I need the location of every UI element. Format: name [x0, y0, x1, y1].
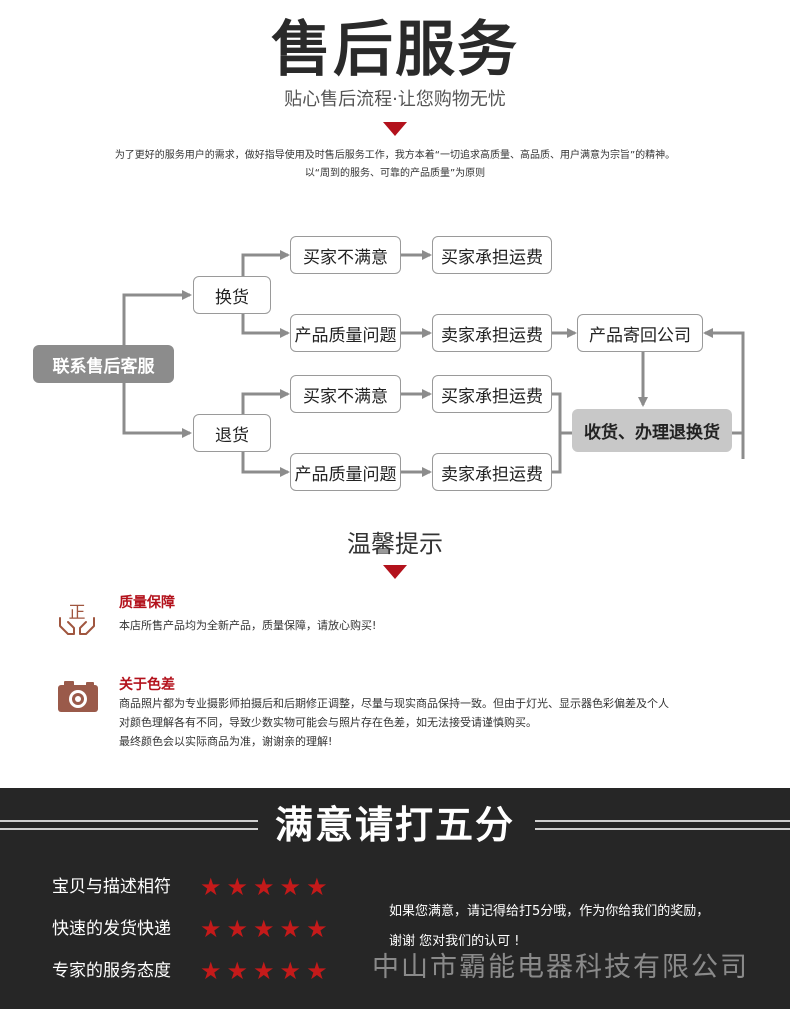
divider-line	[535, 828, 790, 830]
refund-dissatisfied-box: 买家不满意	[290, 375, 401, 413]
camera-icon	[56, 678, 100, 714]
refund-seller-pays-box: 卖家承担运费	[432, 453, 552, 491]
divider-line	[535, 820, 790, 822]
down-triangle-icon	[383, 122, 407, 136]
divider-line	[0, 828, 258, 830]
color-difference-line3: 最终颜色会以实际商品为准，谢谢亲的理解!	[119, 735, 333, 748]
flow-connectors	[122, 250, 745, 477]
return-to-company-box: 产品寄回公司	[577, 314, 703, 352]
refund-quality-box: 产品质量问题	[290, 453, 401, 491]
star-rating-icon: ★★★★★	[200, 957, 333, 985]
refund-buyer-pays-box: 买家承担运费	[432, 375, 552, 413]
rating-title: 满意请打五分	[274, 803, 515, 847]
color-difference-line2: 对颜色理解各有不同，导致少数实物可能会与照片存在色差，如无法接受请谨慎购买。	[119, 716, 537, 729]
tips-title: 温馨提示	[347, 530, 443, 558]
company-name: 中山市霸能电器科技有限公司	[372, 952, 749, 983]
color-difference-title: 关于色差	[119, 677, 175, 693]
star-rating-icon: ★★★★★	[200, 873, 333, 901]
quality-guarantee-title: 质量保障	[119, 595, 175, 611]
rating-label-service: 专家的服务态度	[52, 961, 171, 981]
exchange-quality-box: 产品质量问题	[290, 314, 401, 352]
exchange-seller-pays-box: 卖家承担运费	[432, 314, 552, 352]
divider-line	[0, 820, 258, 822]
exchange-box: 换货	[193, 276, 271, 314]
quality-mark: 正	[69, 603, 86, 623]
rating-note-line2: 谢谢 您对我们的认可 !	[389, 934, 520, 949]
rating-section	[0, 788, 790, 1009]
rating-note-line1: 如果您满意，请记得给打5分哦，作为你给我们的奖励，	[389, 904, 710, 919]
refund-box: 退货	[193, 414, 271, 452]
exchange-buyer-pays-box: 买家承担运费	[432, 236, 552, 274]
page-title: 售后服务	[271, 15, 519, 85]
contact-service-box: 联系售后客服	[33, 345, 174, 383]
star-rating-icon: ★★★★★	[200, 915, 333, 943]
down-triangle-icon	[383, 565, 407, 579]
rating-label-shipping: 快速的发货快递	[52, 919, 171, 939]
rating-label-description: 宝贝与描述相符	[52, 877, 171, 897]
intro-text-line1: 为了更好的服务用户的需求，做好指导使用及时售后服务工作，我方本着“一切追求高质量…	[114, 150, 676, 161]
intro-text-line2: 以“周到的服务、可靠的产品质量”为原则	[304, 168, 486, 179]
quality-hands-icon: 正	[56, 596, 98, 638]
receive-process-box: 收货、办理退换货	[572, 409, 732, 452]
page-subtitle: 贴心售后流程·让您购物无忧	[284, 89, 506, 110]
quality-guarantee-text: 本店所售产品均为全新产品，质量保障，请放心购买!	[119, 619, 377, 632]
color-difference-line1: 商品照片都为专业摄影师拍摄后和后期修正调整，尽量与现实商品保持一致。但由于灯光、…	[119, 697, 669, 710]
exchange-dissatisfied-box: 买家不满意	[290, 236, 401, 274]
